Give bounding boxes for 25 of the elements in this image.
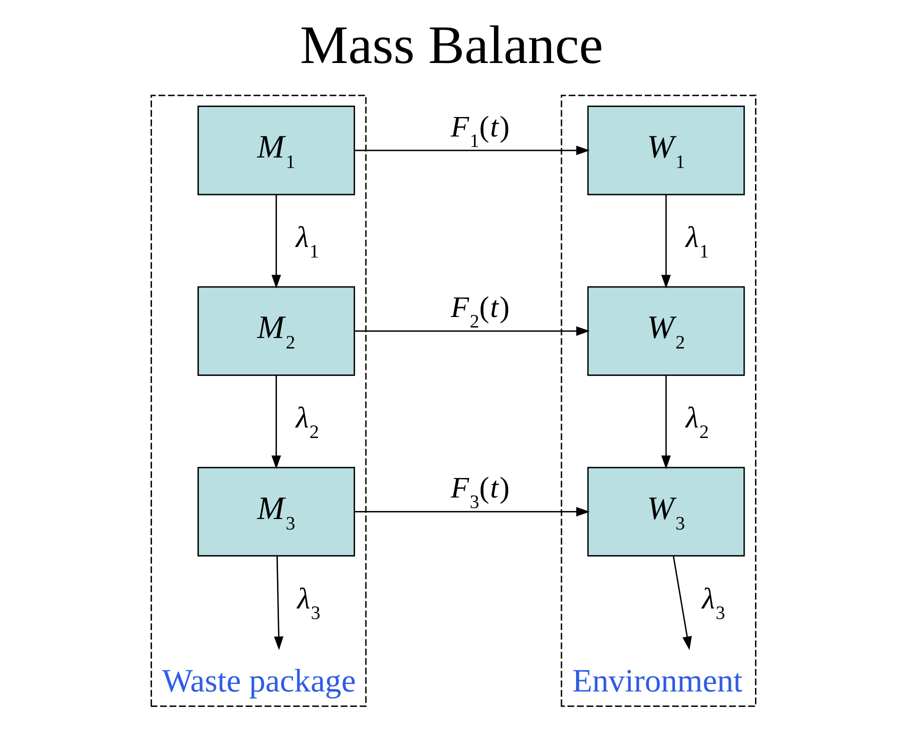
arrow [271,194,281,288]
edge-label: λ$_{2}$ [685,402,708,444]
edge-label: λ$_{3}$ [702,582,725,624]
node-box: M$_{1}$ [196,106,355,196]
edge-label: F$_{1}$(t) [450,110,510,152]
diagram-title: Mass Balance [300,14,603,75]
edge-label: λ$_{3}$ [296,582,320,624]
edge-label: F$_{2}$(t) [450,290,510,332]
arrow [354,326,590,336]
arrow [273,556,283,650]
node-box: W$_{3}$ [586,466,744,557]
arrow [660,194,670,288]
node-box: M$_{3}$ [196,466,355,557]
edge-label: λ$_{1}$ [685,220,708,262]
edge-label: λ$_{2}$ [295,402,319,444]
node-box: M$_{2}$ [196,286,355,376]
arrow [271,375,281,470]
edge-label: F$_{3}$(t) [450,472,510,514]
arrow [672,556,692,650]
arrow [354,146,590,156]
arrow [660,375,670,470]
node-box: W$_{2}$ [586,286,744,376]
edge-label: λ$_{1}$ [295,220,319,262]
arrow [354,506,590,516]
node-box: W$_{1}$ [586,106,744,196]
